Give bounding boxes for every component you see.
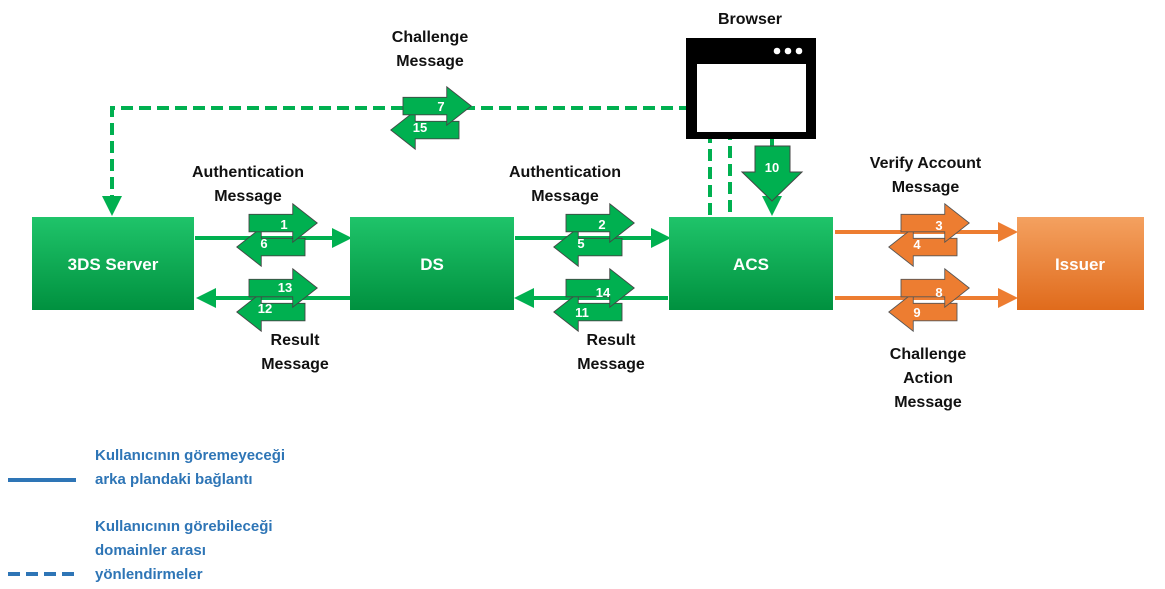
step-9-label: 9 [913, 305, 920, 320]
step-6-1-arrows [236, 203, 318, 267]
node-3ds-server: 3DS Server [32, 217, 194, 310]
node-issuer-label: Issuer [1055, 255, 1105, 274]
challenge-action-label: Challenge Action Message [889, 346, 967, 411]
node-3ds-server-label: 3DS Server [68, 255, 159, 274]
legend-dashed-text: Kullanıcının görebileceği domainler aras… [95, 518, 273, 583]
step-3-label: 3 [935, 218, 942, 233]
step-12-label: 12 [258, 301, 272, 316]
browser-title: Browser [717, 11, 783, 28]
verify-account-label: Verify Account Message [869, 155, 982, 196]
solid-connectors [195, 222, 1018, 308]
step-1-label: 1 [280, 217, 287, 232]
result-message-left-label: Result Message [261, 332, 329, 373]
step-4-3-arrows [888, 203, 970, 267]
auth-message-right-label: Authentication Message [509, 164, 621, 205]
step-5-2-arrows [553, 203, 635, 267]
step-2-label: 2 [598, 217, 605, 232]
challenge-message-label: Challenge Message [391, 29, 469, 70]
step-7-label: 7 [437, 99, 444, 114]
step-6-label: 6 [260, 236, 267, 251]
step-10-label: 10 [765, 160, 779, 175]
step-5-label: 5 [577, 236, 584, 251]
node-acs: ACS [669, 217, 833, 310]
node-issuer: Issuer [1017, 217, 1144, 310]
step-13-label: 13 [278, 280, 292, 295]
result-message-right-label: Result Message [577, 332, 645, 373]
legend-solid-text: Kullanıcının göremeyeceği arka plandaki … [95, 447, 286, 488]
step-14-label: 14 [596, 285, 611, 300]
step-15-7-arrows [390, 86, 472, 150]
auth-message-left-label: Authentication Message [192, 164, 304, 205]
node-acs-label: ACS [733, 255, 769, 274]
step-8-label: 8 [935, 285, 942, 300]
step-10-arrow: 10 [740, 145, 804, 202]
step-11-label: 11 [575, 305, 589, 320]
step-15-label: 15 [413, 120, 427, 135]
node-ds-label: DS [420, 255, 444, 274]
node-ds: DS [350, 217, 514, 310]
step-4-label: 4 [913, 237, 921, 252]
browser-window-icon [686, 38, 816, 139]
